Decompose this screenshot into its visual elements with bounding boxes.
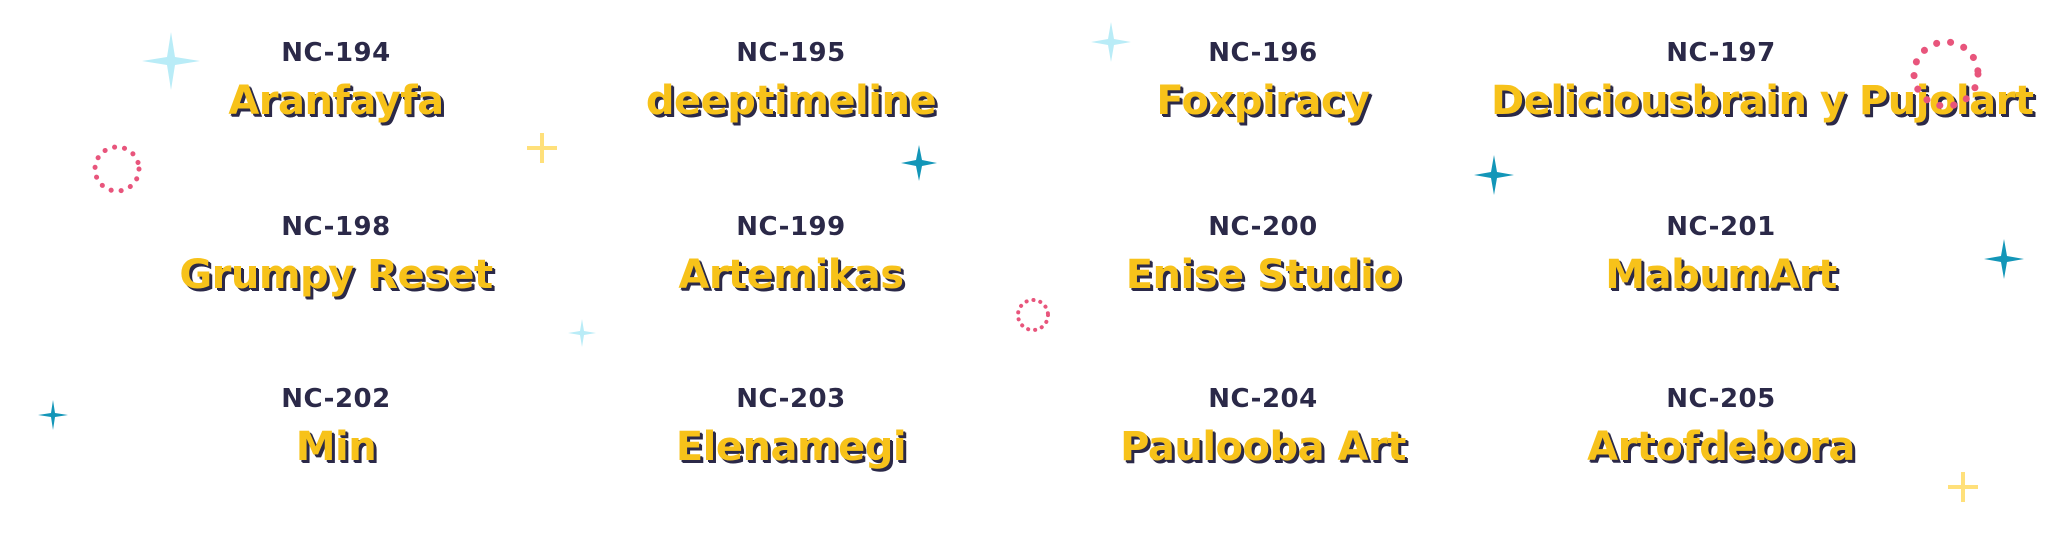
entry-artist-name: deeptimeline	[645, 78, 937, 124]
entry-artist-name: Deliciousbrain y Pujolart	[1491, 78, 2034, 124]
entry-nc-194: NC-194 Aranfayfa	[106, 38, 566, 124]
entry-code: NC-204	[1208, 384, 1318, 414]
entry-artist-name: Enise Studio	[1125, 252, 1401, 298]
entry-nc-199: NC-199 Artemikas	[561, 212, 1021, 298]
entry-artist-name: Aranfayfa	[228, 78, 444, 124]
entry-code: NC-205	[1666, 384, 1776, 414]
entry-artist-name: Min	[295, 424, 377, 470]
entry-artist-name: Foxpiracy	[1156, 78, 1370, 124]
entry-code: NC-201	[1666, 212, 1776, 242]
entry-nc-195: NC-195 deeptimeline	[561, 38, 1021, 124]
entry-code: NC-202	[281, 384, 391, 414]
entry-code: NC-199	[736, 212, 846, 242]
entry-artist-name: Paulooba Art	[1120, 424, 1406, 470]
entry-code: NC-197	[1666, 38, 1776, 68]
entry-artist-name: MabumArt	[1605, 252, 1837, 298]
entry-nc-201: NC-201 MabumArt	[1491, 212, 1951, 298]
entry-code: NC-198	[281, 212, 391, 242]
entry-nc-197: NC-197 Deliciousbrain y Pujolart	[1491, 38, 2034, 124]
entry-artist-name: Artemikas	[678, 252, 904, 298]
entry-artist-name: Elenamegi	[675, 424, 907, 470]
entry-code: NC-200	[1208, 212, 1318, 242]
entry-code: NC-203	[736, 384, 846, 414]
entry-nc-196: NC-196 Foxpiracy	[1033, 38, 1493, 124]
entry-artist-name: Grumpy Reset	[179, 252, 493, 298]
entry-nc-200: NC-200 Enise Studio	[1033, 212, 1493, 298]
entry-artist-name: Artofdebora	[1587, 424, 1855, 470]
entry-nc-198: NC-198 Grumpy Reset	[106, 212, 566, 298]
entry-code: NC-194	[281, 38, 391, 68]
entry-code: NC-195	[736, 38, 846, 68]
entry-nc-204: NC-204 Paulooba Art	[1033, 384, 1493, 470]
entry-nc-202: NC-202 Min	[106, 384, 566, 470]
entry-nc-203: NC-203 Elenamegi	[561, 384, 1021, 470]
entry-code: NC-196	[1208, 38, 1318, 68]
entry-nc-205: NC-205 Artofdebora	[1491, 384, 1951, 470]
